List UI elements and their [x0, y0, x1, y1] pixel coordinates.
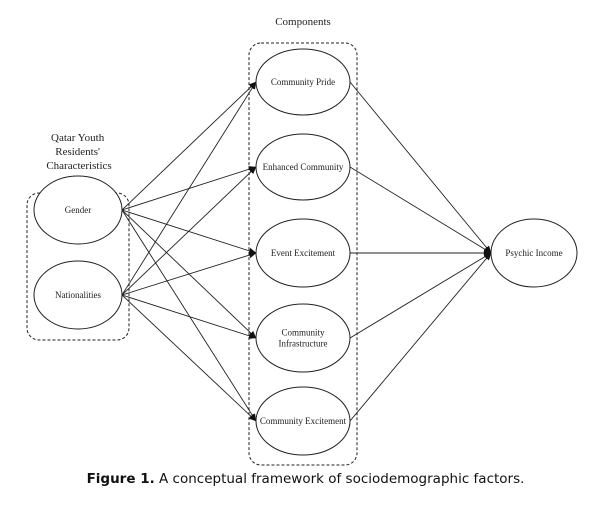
edge-community-excitement-to-psychic-income: [349, 252, 492, 422]
characteristics-label-line: Characteristics: [46, 160, 111, 172]
node-psychic-income-ellipse: [490, 218, 578, 288]
components-group-label: Components: [275, 16, 331, 28]
node-community-infrastructure-ellipse: [255, 303, 351, 373]
node-label-line: Infrastructure: [279, 339, 328, 349]
characteristics-group-box: [26, 192, 130, 341]
node-gender: Gender: [33, 175, 123, 245]
node-nationalities-label: Nationalities: [55, 290, 101, 300]
characteristics-label-line: Qatar Youth: [51, 132, 105, 144]
edge-nationalities-to-community-pride: [121, 81, 257, 296]
node-label-line: Community: [281, 328, 325, 338]
edge-gender-to-community-excitement: [121, 209, 257, 422]
edges-layer: [121, 81, 492, 422]
node-label-line: Event Excitement: [271, 248, 336, 258]
edge-community-infrastructure-to-psychic-income: [349, 252, 492, 339]
edge-nationalities-to-enhanced-community: [121, 166, 257, 296]
node-event-excitement-ellipse: [255, 218, 351, 288]
edge-nationalities-to-event-excitement: [121, 252, 257, 296]
node-label-line: Gender: [65, 205, 92, 215]
node-label-line: Community Pride: [271, 77, 335, 87]
node-community-pride-label: Community Pride: [271, 77, 335, 87]
node-label-line: Community Excitement: [260, 416, 347, 426]
node-event-excitement-label: Event Excitement: [271, 248, 336, 258]
edge-nationalities-to-community-infrastructure: [121, 294, 257, 339]
edge-enhanced-community-to-psychic-income: [349, 166, 492, 254]
node-gender-label: Gender: [65, 205, 92, 215]
node-enhanced-community-ellipse: [255, 133, 351, 201]
node-nationalities: Nationalities: [33, 260, 123, 330]
figure-caption: Figure 1. A conceptual framework of soci…: [0, 471, 611, 487]
node-community-pride: Community Pride: [255, 48, 351, 116]
node-community-excitement-label: Community Excitement: [260, 416, 347, 426]
conceptual-framework-diagram: Qatar Youth Residents' Characteristics C…: [26, 16, 578, 466]
node-label-line: Nationalities: [55, 290, 101, 300]
node-enhanced-community: Enhanced Community: [255, 133, 351, 201]
nodes-layer: Gender Nationalities Community Pride Enh…: [33, 48, 578, 456]
node-enhanced-community-label: Enhanced Community: [263, 162, 344, 172]
node-community-excitement: Community Excitement: [255, 386, 351, 456]
node-community-excitement-ellipse: [255, 386, 351, 456]
figure-caption-text: A conceptual framework of sociodemograph…: [154, 471, 525, 487]
edge-nationalities-to-community-excitement: [121, 294, 257, 422]
node-psychic-income: Psychic Income: [490, 218, 578, 288]
node-label-line: Enhanced Community: [263, 162, 344, 172]
characteristics-group-label: Qatar Youth Residents' Characteristics: [46, 132, 111, 172]
characteristics-label-line: Residents': [55, 146, 100, 158]
edge-gender-to-community-pride: [121, 81, 257, 211]
node-event-excitement: Event Excitement: [255, 218, 351, 288]
edge-community-pride-to-psychic-income: [349, 81, 492, 254]
node-nationalities-ellipse: [33, 260, 123, 330]
node-gender-ellipse: [33, 175, 123, 245]
node-community-pride-ellipse: [255, 48, 351, 116]
figure-number: Figure 1.: [86, 471, 155, 487]
node-label-line: Psychic Income: [505, 248, 562, 258]
node-psychic-income-label: Psychic Income: [505, 248, 562, 258]
